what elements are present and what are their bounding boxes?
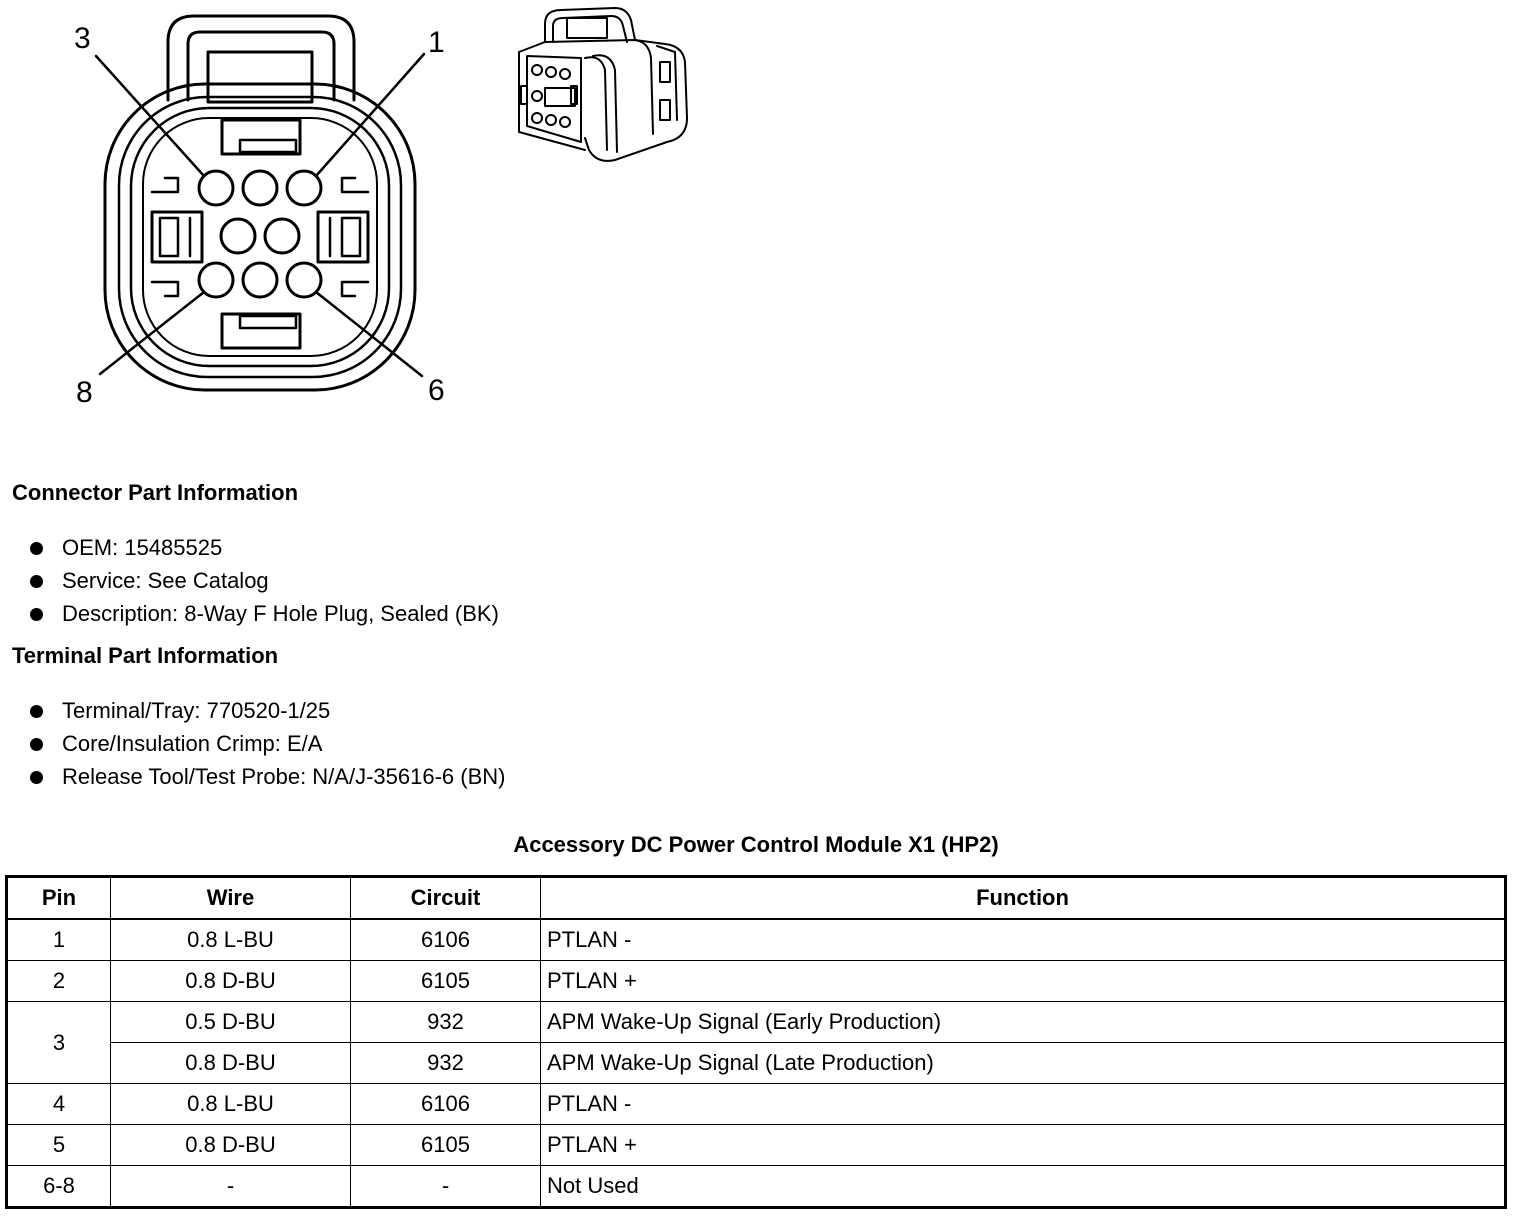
top-key — [220, 118, 302, 156]
leader-pin-8 — [98, 290, 206, 376]
callout-pin-8: 8 — [76, 376, 93, 409]
cell-circuit: 6106 — [350, 918, 541, 961]
pin-cavity — [197, 261, 235, 299]
latch-window — [206, 50, 314, 104]
pin-cavity — [285, 261, 323, 299]
bullet-icon — [30, 542, 43, 555]
pin-cavity — [263, 217, 301, 255]
list-item: Core/Insulation Crimp: E/A — [0, 727, 505, 760]
cell-wire: 0.8 D-BU — [110, 960, 351, 1002]
cell-function: PTLAN - — [540, 1083, 1506, 1125]
right-lock — [316, 210, 370, 264]
left-notch-top — [150, 176, 180, 194]
cell-pin: 4 — [6, 1083, 111, 1125]
cell-circuit: 932 — [350, 1001, 541, 1043]
cell-function: PTLAN + — [540, 960, 1506, 1002]
leader-pin-6 — [314, 290, 424, 378]
connector-face-diagram: 3 1 8 6 — [74, 14, 445, 409]
bullet-icon — [30, 738, 43, 751]
latch-inner — [186, 30, 336, 102]
cell-wire: - — [110, 1165, 351, 1208]
table-row: 0.8 D-BU 932 APM Wake-Up Signal (Late Pr… — [7, 1042, 1506, 1084]
list-item: Terminal/Tray: 770520-1/25 — [0, 694, 505, 727]
bullet-icon — [30, 705, 43, 718]
cell-pin: 2 — [6, 960, 111, 1002]
list-item: Service: See Catalog — [0, 564, 499, 597]
leader-pin-3 — [94, 54, 206, 178]
left-lock — [150, 210, 204, 264]
pin-cavity — [241, 261, 279, 299]
left-notch-bottom — [150, 280, 180, 298]
cell-pin: 1 — [6, 918, 111, 961]
cell-circuit: 6105 — [350, 1124, 541, 1166]
cell-circuit: - — [350, 1165, 541, 1208]
connector-info-list: OEM: 15485525 Service: See Catalog Descr… — [0, 531, 499, 630]
left-lock-inner — [158, 216, 180, 258]
cell-wire: 0.5 D-BU — [110, 1001, 351, 1043]
cell-wire: 0.8 D-BU — [110, 1042, 351, 1084]
top-key-slot — [238, 138, 298, 154]
pin-cavity — [197, 169, 235, 207]
leader-pin-1 — [314, 52, 426, 178]
cell-function: PTLAN + — [540, 1124, 1506, 1166]
cell-pin: 6-8 — [6, 1165, 111, 1208]
table-row: 1 0.8 L-BU 6106 PTLAN - — [6, 918, 1506, 961]
cell-pin: 3 — [6, 1001, 111, 1084]
callout-pin-1: 1 — [428, 26, 445, 59]
table-row: 2 0.8 D-BU 6105 PTLAN + — [6, 960, 1506, 1002]
header-pin: Pin — [6, 876, 111, 920]
list-item: Description: 8-Way F Hole Plug, Sealed (… — [0, 597, 499, 630]
bullet-icon — [30, 575, 43, 588]
connector-info-heading: Connector Part Information — [12, 480, 299, 505]
cell-function: APM Wake-Up Signal (Late Production) — [540, 1042, 1506, 1084]
table-row: 3 0.5 D-BU 932 APM Wake-Up Signal (Early… — [6, 1001, 1506, 1084]
pin-cavity — [285, 169, 323, 207]
header-wire: Wire — [110, 876, 351, 920]
list-item: Release Tool/Test Probe: N/A/J-35616-6 (… — [0, 760, 505, 793]
right-notch-bottom — [340, 280, 370, 298]
cell-wire: 0.8 D-BU — [110, 1124, 351, 1166]
bullet-icon — [30, 771, 43, 784]
table-row: 5 0.8 D-BU 6105 PTLAN + — [6, 1124, 1506, 1166]
cell-circuit: 6105 — [350, 960, 541, 1002]
cell-circuit: 6106 — [350, 1083, 541, 1125]
cell-wire: 0.8 L-BU — [110, 918, 351, 961]
body-inner — [129, 106, 391, 368]
bottom-key — [220, 312, 302, 350]
cell-function: APM Wake-Up Signal (Early Production) — [540, 1001, 1506, 1043]
right-notch-top — [340, 176, 370, 194]
terminal-info-list: Terminal/Tray: 770520-1/25 Core/Insulati… — [0, 694, 505, 793]
right-lock-inner — [340, 216, 362, 258]
terminal-info-heading: Terminal Part Information — [12, 643, 279, 668]
cell-function: Not Used — [540, 1165, 1506, 1208]
connector-isometric-view — [518, 7, 688, 162]
cell-pin: 5 — [6, 1124, 111, 1166]
bottom-key-slot — [238, 314, 298, 330]
callout-pin-3: 3 — [74, 22, 91, 55]
pin-cavity — [241, 169, 279, 207]
table-header-row: Pin Wire Circuit Function — [6, 876, 1506, 920]
cell-function: PTLAN - — [540, 918, 1506, 961]
body-mid — [117, 95, 403, 379]
latch-outer — [166, 14, 356, 102]
table-row: 6-8 - - Not Used — [6, 1165, 1506, 1208]
table-row: 4 0.8 L-BU 6106 PTLAN - — [6, 1083, 1506, 1125]
pinout-table: Pin Wire Circuit Function 1 0.8 L-BU 610… — [5, 875, 1507, 1209]
body-innermost — [142, 117, 378, 357]
header-circuit: Circuit — [350, 876, 541, 920]
bullet-icon — [30, 608, 43, 621]
list-item: OEM: 15485525 — [0, 531, 499, 564]
table-title: Accessory DC Power Control Module X1 (HP… — [513, 832, 999, 857]
cell-circuit: 932 — [350, 1042, 541, 1084]
cell-wire: 0.8 L-BU — [110, 1083, 351, 1125]
pin-cavity — [219, 217, 257, 255]
body-outer — [103, 82, 417, 392]
callout-pin-6: 6 — [428, 374, 445, 407]
header-function: Function — [540, 876, 1506, 920]
